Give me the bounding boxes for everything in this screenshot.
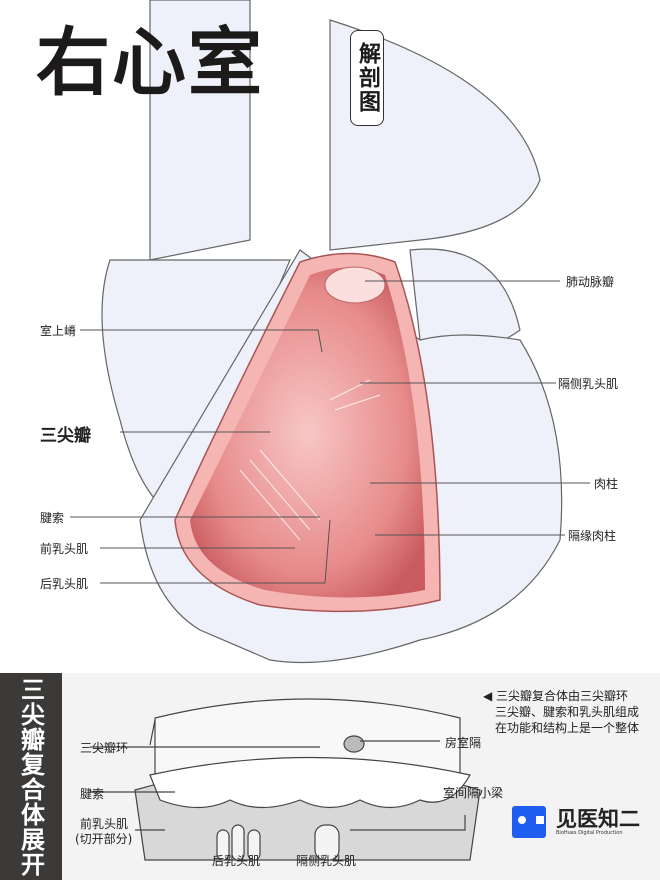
note-text: ◀ 三尖瓣复合体由三尖瓣环 三尖瓣、腱索和乳头肌组成 在功能和结构上是一个整体 [483, 688, 639, 736]
brand-logo: 见医知二 BioHues Digital Production [510, 802, 640, 842]
label-septomarginal: 隔缘肉柱 [568, 529, 617, 543]
logo-name: 见医知二 [556, 806, 640, 831]
note-line: 三尖瓣复合体由三尖瓣环 [496, 689, 629, 703]
label-cut-part: (切开部分) [75, 832, 133, 846]
label-bottom-chordae: 腱索 [80, 787, 105, 801]
label-posterior-papillary: 后乳头肌 [40, 577, 89, 591]
logo-tagline: BioHues Digital Production [556, 829, 623, 836]
label-bottom-anterior-papillary: 前乳头肌 [80, 817, 129, 831]
leader-lines [70, 280, 590, 584]
aorta [149, 0, 251, 261]
note-line: 三尖瓣、腱索和乳头肌组成 [495, 705, 640, 719]
label-septal-papillary: 隔侧乳头肌 [558, 377, 619, 391]
label-av-septum: 房室隔 [445, 736, 482, 750]
note-line: 在功能和结构上是一个整体 [495, 721, 640, 735]
pulmonary-valve [324, 266, 386, 304]
label-septal-band: 室间隔小梁 [443, 786, 504, 800]
label-bottom-posterior-papillary: 后乳头肌 [212, 854, 261, 868]
puzzle-logo-icon [512, 806, 546, 838]
triangle-left-icon: ◀ [483, 689, 497, 703]
label-supraventricular-crest: 室上嵴 [40, 324, 77, 338]
label-chordae: 腱索 [40, 511, 65, 525]
label-anterior-papillary: 前乳头肌 [40, 542, 89, 556]
subtitle-badge: 解剖图 [350, 30, 384, 126]
label-bottom-septal-papillary: 隔侧乳头肌 [296, 854, 357, 868]
label-annulus: 三尖瓣环 [80, 741, 129, 755]
chordae-lines [239, 379, 381, 541]
left-auricle [409, 248, 521, 349]
tricuspid-complex-diagram [90, 698, 481, 861]
label-trabeculae: 肉柱 [594, 477, 619, 491]
ventricle-cavity [190, 267, 425, 598]
label-pulmonary-valve: 肺动脉瓣 [566, 275, 615, 289]
page-title: 右心室 [36, 20, 264, 106]
label-tricuspid-valve: 三尖瓣 [40, 426, 91, 446]
section-title: 三尖瓣复合体展开 [0, 673, 62, 880]
